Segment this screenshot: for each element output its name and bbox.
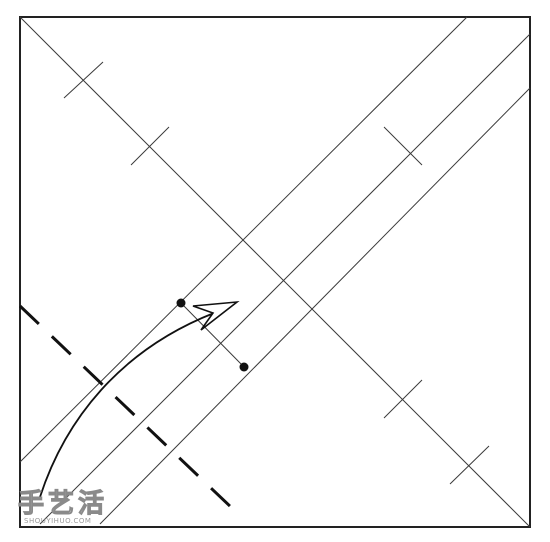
tick-mark-3 bbox=[383, 126, 423, 166]
tick-mark-4 bbox=[383, 379, 423, 419]
watermark: 手艺活 SHOUYIHUO.COM bbox=[18, 489, 108, 526]
fold-arrowhead bbox=[192, 300, 240, 331]
valley-fold-line bbox=[18, 304, 236, 512]
watermark-chars: 手艺活 bbox=[18, 489, 108, 519]
parallel-crease-2 bbox=[39, 33, 531, 525]
tick-mark-5 bbox=[449, 445, 490, 485]
parallel-crease-1 bbox=[19, 16, 468, 463]
fold-arrow-curve bbox=[39, 312, 215, 498]
reference-point-lower bbox=[239, 362, 249, 372]
paper-square bbox=[19, 16, 531, 528]
reference-point-upper bbox=[176, 298, 186, 308]
parallel-crease-3 bbox=[99, 87, 531, 525]
main-diagonal-crease bbox=[19, 16, 531, 528]
tick-mark-1 bbox=[63, 61, 104, 99]
watermark-url: SHOUYIHUO.COM bbox=[24, 517, 91, 525]
reference-segment bbox=[180, 302, 245, 368]
tick-mark-2 bbox=[130, 126, 170, 166]
